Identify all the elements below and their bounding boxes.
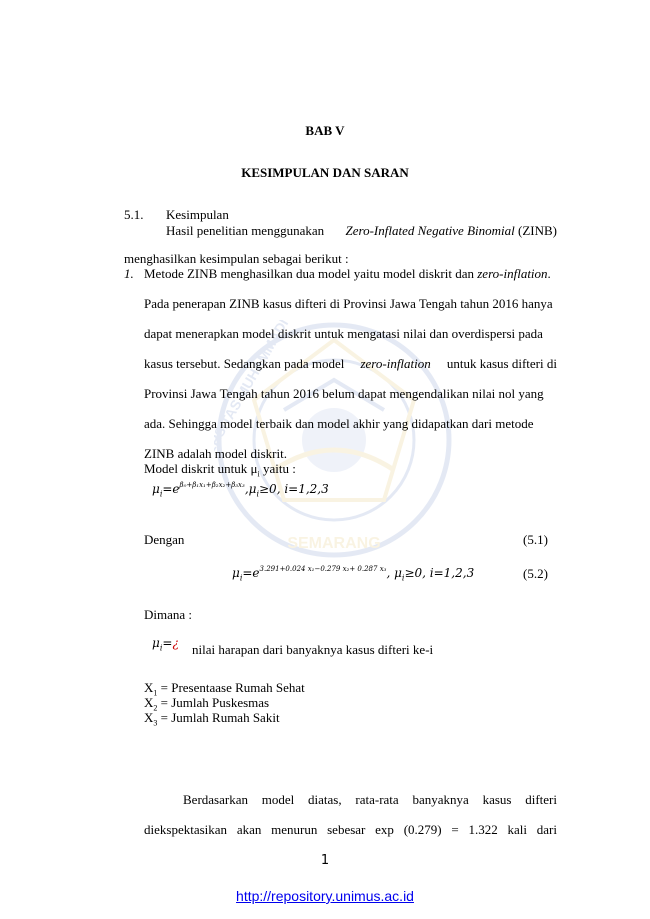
item-number: 1. (124, 266, 134, 281)
intro-line-2: menghasilkan kesimpulan sebagai berikut … (124, 251, 349, 266)
eq2-rest-sub: i (401, 573, 405, 583)
closing-word: dari (536, 822, 557, 837)
variable-item: X2 = Jumlah Puskesmas (144, 695, 305, 713)
eq2-rest: , μ (386, 566, 402, 580)
section-title: Kesimpulan (166, 207, 229, 222)
eq1-rest: ,μ (244, 482, 257, 496)
eq1-lhs: μ (152, 482, 160, 496)
eq1-exponent: β₀+β₁x₁+β₂x₂+β₃x₃ (179, 481, 245, 489)
equation-1: μi=eβ₀+β₁x₁+β₂x₂+β₃x₃,μi≥0, i=1,2,3 (152, 481, 329, 498)
eq2-eq: =e (242, 566, 260, 580)
item1-line-3: dapat menerapkan model diskrit untuk men… (144, 326, 543, 341)
dimana-label: Dimana : (144, 607, 193, 622)
variable-symbol: X (144, 710, 154, 725)
variable-sub: 2 (153, 703, 158, 713)
dimana-sym-sub: i (159, 643, 163, 653)
intro-part1: Hasil penelitian menggunakan (166, 223, 325, 238)
variable-desc: = Presentaase Rumah Sehat (160, 680, 305, 695)
item1-line-7: ZINB adalah model diskrit. (144, 446, 287, 461)
variable-desc: = Jumlah Rumah Sakit (160, 710, 280, 725)
model-label: Model diskrit untuk μi yaitu : (144, 461, 296, 479)
eq1-tail: ≥0, i=1,2,3 (259, 482, 329, 496)
dimana-description: nilai harapan dari banyaknya kasus difte… (192, 642, 434, 657)
item1-line1-term: zero-inflation (477, 266, 548, 281)
closing-word: kali (507, 822, 528, 837)
watermark-bottom-text: SEMARANG (287, 535, 380, 552)
dimana-symbol: μi=¿ (152, 636, 179, 652)
eq1-eq: =e (162, 482, 180, 496)
eq2-exponent: 3.291+0.024 x₁−0.279 x₂+ 0.287 x₃ (259, 565, 387, 573)
university-logo-watermark: UNIVERSITAS MUHAMMADIYAH SEMARANG (214, 320, 452, 558)
closing-word: rata-rata (355, 792, 399, 807)
chapter-label: BAB V (305, 123, 345, 138)
closing-word: akan (236, 822, 262, 837)
variable-item: X3 = Jumlah Rumah Sakit (144, 710, 305, 728)
variable-desc: = Jumlah Puskesmas (160, 695, 270, 710)
eq1-sub: i (159, 489, 163, 499)
dimana-glyph: ¿ (172, 636, 179, 650)
repository-link[interactable]: http://repository.unimus.ac.id (236, 888, 414, 904)
item1-line4-term: zero-inflation (360, 356, 431, 371)
intro-line-1: Hasil penelitian menggunakan Zero-Inflat… (166, 223, 557, 239)
closing-word: diekspektasikan (144, 822, 228, 837)
variable-symbol: X (144, 680, 154, 695)
model-label-text: Model diskrit untuk μ (144, 461, 258, 476)
closing-line-1: Berdasarkan model diatas, rata-rata bany… (183, 792, 557, 808)
eq2-tail: ≥0, i=1,2,3 (404, 566, 475, 580)
closing-word: = (451, 822, 459, 837)
closing-word: 1.322 (468, 822, 498, 837)
item1-line-5: Provinsi Jawa Tengah tahun 2016 belum da… (144, 386, 544, 401)
eq1-rest-sub: i (256, 489, 259, 499)
chapter-title: KESIMPULAN DAN SARAN (241, 165, 409, 180)
closing-line-2: diekspektasikan akan menurun sebesar exp… (144, 822, 557, 838)
closing-word: kasus (482, 792, 512, 807)
eq2-sub: i (239, 573, 243, 583)
dimana-sym-eq: = (162, 636, 173, 650)
closing-word: diatas, (308, 792, 342, 807)
closing-word: sebesar (327, 822, 366, 837)
eq2-lhs: μ (232, 566, 240, 580)
footer: http://repository.unimus.ac.id (0, 888, 650, 905)
equation-2: μi=e3.291+0.024 x₁−0.279 x₂+ 0.287 x₃, μ… (232, 565, 474, 582)
equation-number-2: (5.2) (523, 566, 548, 581)
dimana-sym: μ (152, 636, 160, 650)
model-label-end: yaitu : (259, 461, 296, 476)
item1-line-4: kasus tersebut. Sedangkan pada model zer… (144, 356, 557, 372)
closing-word: difteri (525, 792, 557, 807)
item1-line1-end: . (547, 266, 551, 281)
equation-number-1: (5.1) (523, 532, 548, 547)
intro-part2: (ZINB) (518, 223, 557, 238)
variable-sub: 1 (153, 688, 158, 698)
item1-line4-text: kasus tersebut. Sedangkan pada model (144, 356, 345, 371)
section-number: 5.1. (124, 207, 144, 222)
closing-word: (0.279) (403, 822, 442, 837)
closing-word: banyaknya (412, 792, 469, 807)
item1-line4-end: untuk kasus difteri di (446, 356, 557, 371)
model-label-sub: i (257, 469, 260, 479)
closing-word: menurun (271, 822, 318, 837)
item1-line1-text: Metode ZINB menghasilkan dua model yaitu… (144, 266, 474, 281)
closing-word: Berdasarkan (183, 792, 248, 807)
variable-sub: 3 (153, 718, 158, 728)
closing-word: exp (375, 822, 394, 837)
variable-list: X1 = Presentaase Rumah Sehat X2 = Jumlah… (144, 680, 305, 728)
intro-term: Zero-Inflated Negative Binomial (345, 223, 515, 238)
item1-line-6: ada. Sehingga model terbaik dan model ak… (144, 416, 534, 431)
variable-item: X1 = Presentaase Rumah Sehat (144, 680, 305, 698)
item1-line-2: Pada penerapan ZINB kasus difteri di Pro… (144, 296, 553, 311)
page-number: 1 (320, 853, 330, 868)
variable-symbol: X (144, 695, 154, 710)
dengan-label: Dengan (144, 532, 185, 547)
item1-line-1: Metode ZINB menghasilkan dua model yaitu… (144, 266, 557, 282)
closing-word: model (261, 792, 295, 807)
